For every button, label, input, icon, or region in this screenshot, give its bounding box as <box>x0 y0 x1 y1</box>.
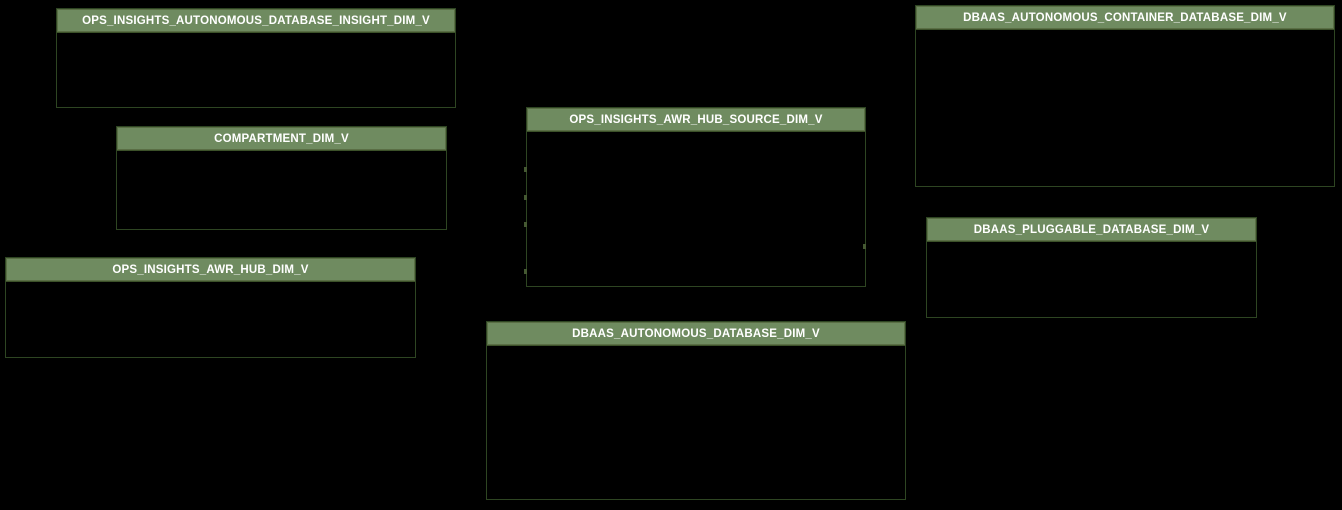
entity-body <box>6 282 415 357</box>
entity-box-ops-insights-awr-hub-source-dim-v[interactable]: OPS_INSIGHTS_AWR_HUB_SOURCE_DIM_V <box>526 107 866 287</box>
connector-stub <box>524 269 527 274</box>
entity-title: DBAAS_AUTONOMOUS_DATABASE_DIM_V <box>572 327 820 340</box>
entity-header: OPS_INSIGHTS_AUTONOMOUS_DATABASE_INSIGHT… <box>57 9 455 33</box>
entity-header: DBAAS_PLUGGABLE_DATABASE_DIM_V <box>927 218 1256 242</box>
entity-title: OPS_INSIGHTS_AWR_HUB_SOURCE_DIM_V <box>569 113 823 126</box>
entity-title: OPS_INSIGHTS_AUTONOMOUS_DATABASE_INSIGHT… <box>82 14 430 27</box>
entity-box-compartment-dim-v[interactable]: COMPARTMENT_DIM_V <box>116 126 447 230</box>
entity-title: OPS_INSIGHTS_AWR_HUB_DIM_V <box>112 263 309 276</box>
entity-body <box>927 242 1256 317</box>
entity-title: DBAAS_AUTONOMOUS_CONTAINER_DATABASE_DIM_… <box>963 11 1287 24</box>
entity-box-ops-insights-awr-hub-dim-v[interactable]: OPS_INSIGHTS_AWR_HUB_DIM_V <box>5 257 416 358</box>
entity-box-dbaas-autonomous-database-dim-v[interactable]: DBAAS_AUTONOMOUS_DATABASE_DIM_V <box>486 321 906 500</box>
entity-title: COMPARTMENT_DIM_V <box>214 132 349 145</box>
entity-box-dbaas-autonomous-container-database-dim-v[interactable]: DBAAS_AUTONOMOUS_CONTAINER_DATABASE_DIM_… <box>915 5 1335 187</box>
entity-header: DBAAS_AUTONOMOUS_DATABASE_DIM_V <box>487 322 905 346</box>
entity-box-ops-insights-autonomous-database-insight-dim-v[interactable]: OPS_INSIGHTS_AUTONOMOUS_DATABASE_INSIGHT… <box>56 8 456 108</box>
entity-body <box>487 346 905 499</box>
entity-header: OPS_INSIGHTS_AWR_HUB_DIM_V <box>6 258 415 282</box>
entity-body <box>57 33 455 107</box>
connector-stub <box>524 167 527 172</box>
connector-stub <box>524 222 527 227</box>
connector-stub <box>524 195 527 200</box>
entity-title: DBAAS_PLUGGABLE_DATABASE_DIM_V <box>973 223 1210 236</box>
entity-box-dbaas-pluggable-database-dim-v[interactable]: DBAAS_PLUGGABLE_DATABASE_DIM_V <box>926 217 1257 318</box>
entity-header: DBAAS_AUTONOMOUS_CONTAINER_DATABASE_DIM_… <box>916 6 1334 30</box>
entity-body <box>117 151 446 229</box>
entity-header: COMPARTMENT_DIM_V <box>117 127 446 151</box>
entity-body <box>916 30 1334 186</box>
entity-body <box>527 132 865 286</box>
connector-stub <box>863 244 866 249</box>
entity-header: OPS_INSIGHTS_AWR_HUB_SOURCE_DIM_V <box>527 108 865 132</box>
